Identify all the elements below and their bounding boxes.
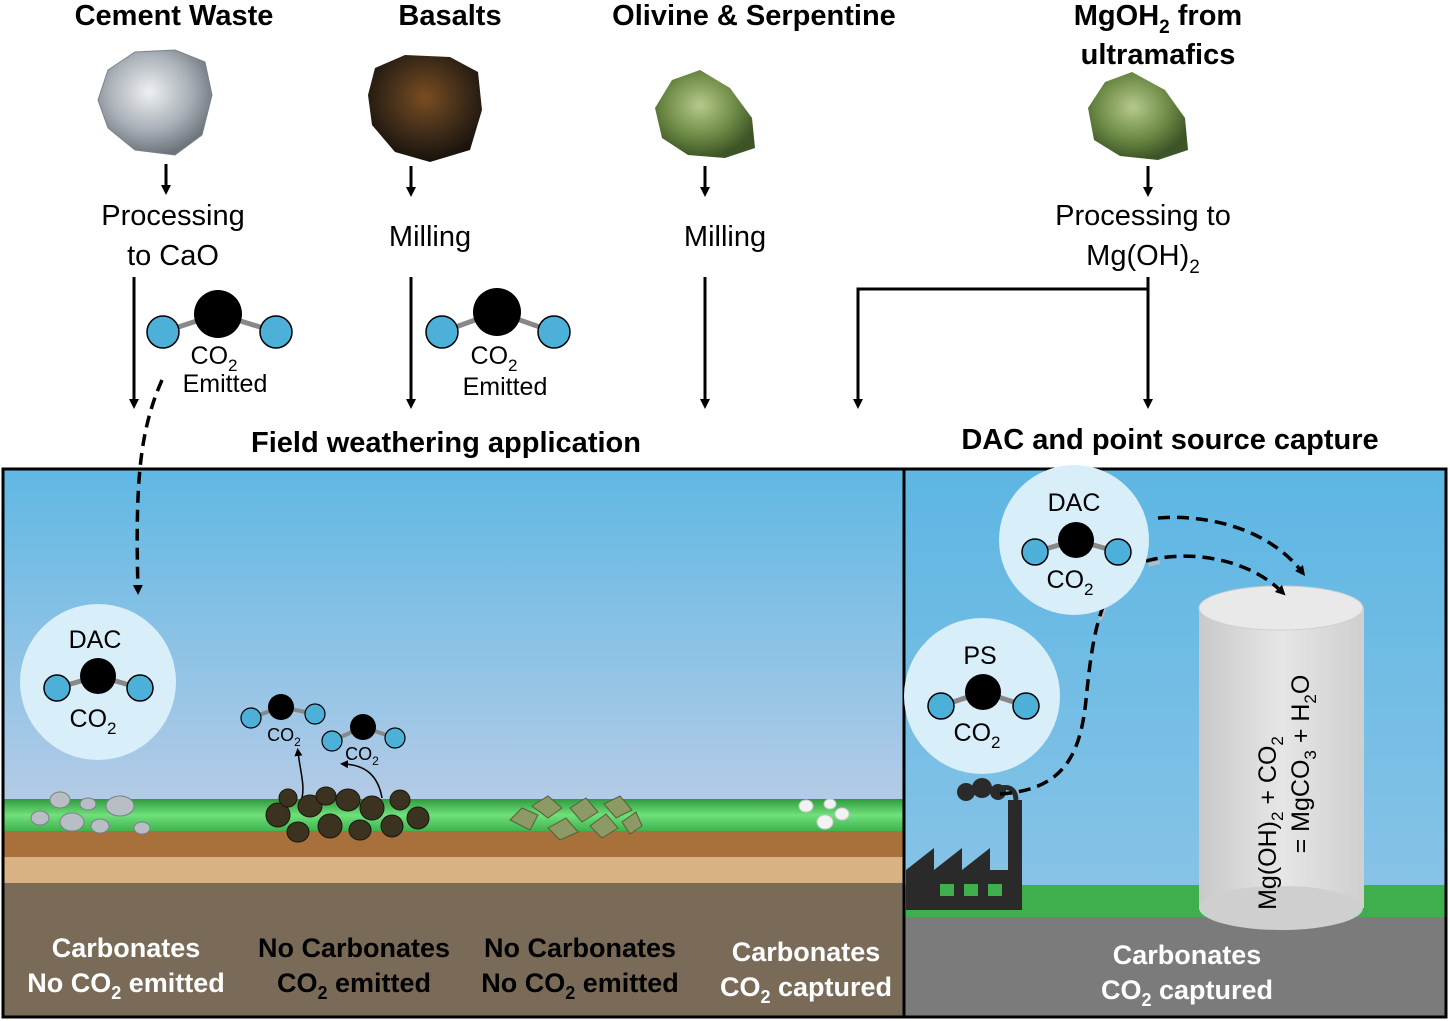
olivine-pile xyxy=(509,795,643,841)
source-title-mgoh2: MgOH2 from xyxy=(1074,0,1242,38)
source-title-cement: Cement Waste xyxy=(75,0,274,32)
svg-text:CO2: CO2 xyxy=(471,342,518,375)
capture-ps-bubble: PS CO2 xyxy=(904,618,1060,774)
svg-text:No CO2 emitted: No CO2 emitted xyxy=(481,968,679,1003)
dac-flow-arrow xyxy=(1157,515,1306,576)
oxygen-atom xyxy=(146,315,180,349)
section-title-dac: DAC and point source capture xyxy=(961,424,1378,456)
svg-text:Emitted: Emitted xyxy=(463,373,548,401)
oxygen-atom xyxy=(425,315,459,349)
field-dac-bubble: DAC CO2 xyxy=(20,604,176,760)
source-title-mgoh2-line2: ultramafics xyxy=(1081,39,1236,71)
process-mgoh2-2: Mg(OH)2 xyxy=(1086,240,1200,278)
svg-text:No CO2 emitted: No CO2 emitted xyxy=(27,968,225,1003)
svg-text:CO2 emitted: CO2 emitted xyxy=(277,968,431,1003)
svg-text:= MgCO3 + H2O: = MgCO3 + H2O xyxy=(1287,675,1320,854)
released-co2-molecule: CO2 xyxy=(240,694,326,749)
section-title-field: Field weathering application xyxy=(251,427,641,459)
svg-text:No Carbonates: No Carbonates xyxy=(258,933,450,963)
svg-text:CO2: CO2 xyxy=(954,719,1001,752)
carbon-atom xyxy=(473,288,521,336)
process-mgoh2-1: Processing to xyxy=(1055,200,1231,232)
white-pile xyxy=(798,798,850,830)
svg-text:Carbonates: Carbonates xyxy=(732,937,881,967)
outcome-olivine: No Carbonates No CO2 emitted xyxy=(481,933,679,1003)
olivine-rock-image xyxy=(655,70,755,158)
process-basalt: Milling xyxy=(389,221,471,253)
field-panel xyxy=(4,469,904,1017)
source-title-basalts: Basalts xyxy=(398,0,501,32)
oxygen-atom xyxy=(1012,692,1040,720)
reaction-equation: Mg(OH)2 + CO2 = MgCO3 + H2O xyxy=(1254,675,1320,910)
outcome-capture: Carbonates CO2 captured xyxy=(1101,940,1273,1010)
factory-icon xyxy=(906,778,1022,910)
carbon-atom xyxy=(194,290,242,338)
svg-text:Carbonates: Carbonates xyxy=(52,933,201,963)
smoke-icon xyxy=(957,783,975,801)
oxygen-atom xyxy=(927,692,955,720)
basalt-pile xyxy=(265,786,430,843)
ps-flow-arrow xyxy=(999,554,1286,796)
carbon-atom xyxy=(965,674,1001,710)
capture-dac-bubble: DAC CO2 xyxy=(999,465,1149,615)
storage-cylinder xyxy=(1198,585,1364,930)
process-cement-1: Processing xyxy=(101,200,244,232)
svg-text:CO2: CO2 xyxy=(267,725,301,749)
co2-emitted-cement: CO2 Emitted xyxy=(146,290,293,398)
cement-pile xyxy=(30,791,151,835)
svg-text:Emitted: Emitted xyxy=(183,370,268,398)
outcome-cement: Carbonates No CO2 emitted xyxy=(27,933,225,1003)
svg-text:CO2 captured: CO2 captured xyxy=(720,972,892,1007)
oxygen-atom xyxy=(259,315,293,349)
svg-text:CO2 captured: CO2 captured xyxy=(1101,975,1273,1010)
cement-rock-image xyxy=(97,49,213,156)
co2-emitted-basalt: CO2 Emitted xyxy=(425,288,571,401)
oxygen-atom xyxy=(1104,538,1132,566)
svg-text:CO2: CO2 xyxy=(1047,566,1094,599)
source-title-olivine: Olivine & Serpentine xyxy=(612,0,896,32)
svg-text:DAC: DAC xyxy=(69,626,122,654)
outcome-basalt: No Carbonates CO2 emitted xyxy=(258,933,450,1003)
svg-text:PS: PS xyxy=(963,642,996,670)
short-arrows xyxy=(161,164,1153,197)
svg-text:Carbonates: Carbonates xyxy=(1113,940,1262,970)
svg-text:CO2: CO2 xyxy=(345,744,379,768)
svg-text:No Carbonates: No Carbonates xyxy=(484,933,676,963)
svg-text:DAC: DAC xyxy=(1048,489,1101,517)
svg-text:CO2: CO2 xyxy=(70,705,117,738)
oxygen-atom xyxy=(1021,538,1049,566)
released-co2-molecule: CO2 xyxy=(321,714,406,768)
long-arrows xyxy=(129,277,1153,409)
basalt-rock-image xyxy=(368,55,482,162)
outcome-field-captured: Carbonates CO2 captured xyxy=(720,937,892,1007)
oxygen-atom xyxy=(537,315,571,349)
panel-border xyxy=(1,467,1448,1019)
process-olivine: Milling xyxy=(684,221,766,253)
oxygen-atom xyxy=(43,674,71,702)
release-arrows xyxy=(294,748,383,799)
carbon-atom xyxy=(80,658,116,694)
svg-text:CO2: CO2 xyxy=(191,342,238,375)
ultramafic-rock-image xyxy=(1088,72,1188,160)
svg-text:Mg(OH)2 + CO2: Mg(OH)2 + CO2 xyxy=(1254,736,1287,910)
oxygen-atom xyxy=(126,674,154,702)
dashed-arrow-cement-to-dac xyxy=(132,379,164,595)
carbon-atom xyxy=(1058,522,1094,558)
process-cement-2: to CaO xyxy=(127,240,219,272)
